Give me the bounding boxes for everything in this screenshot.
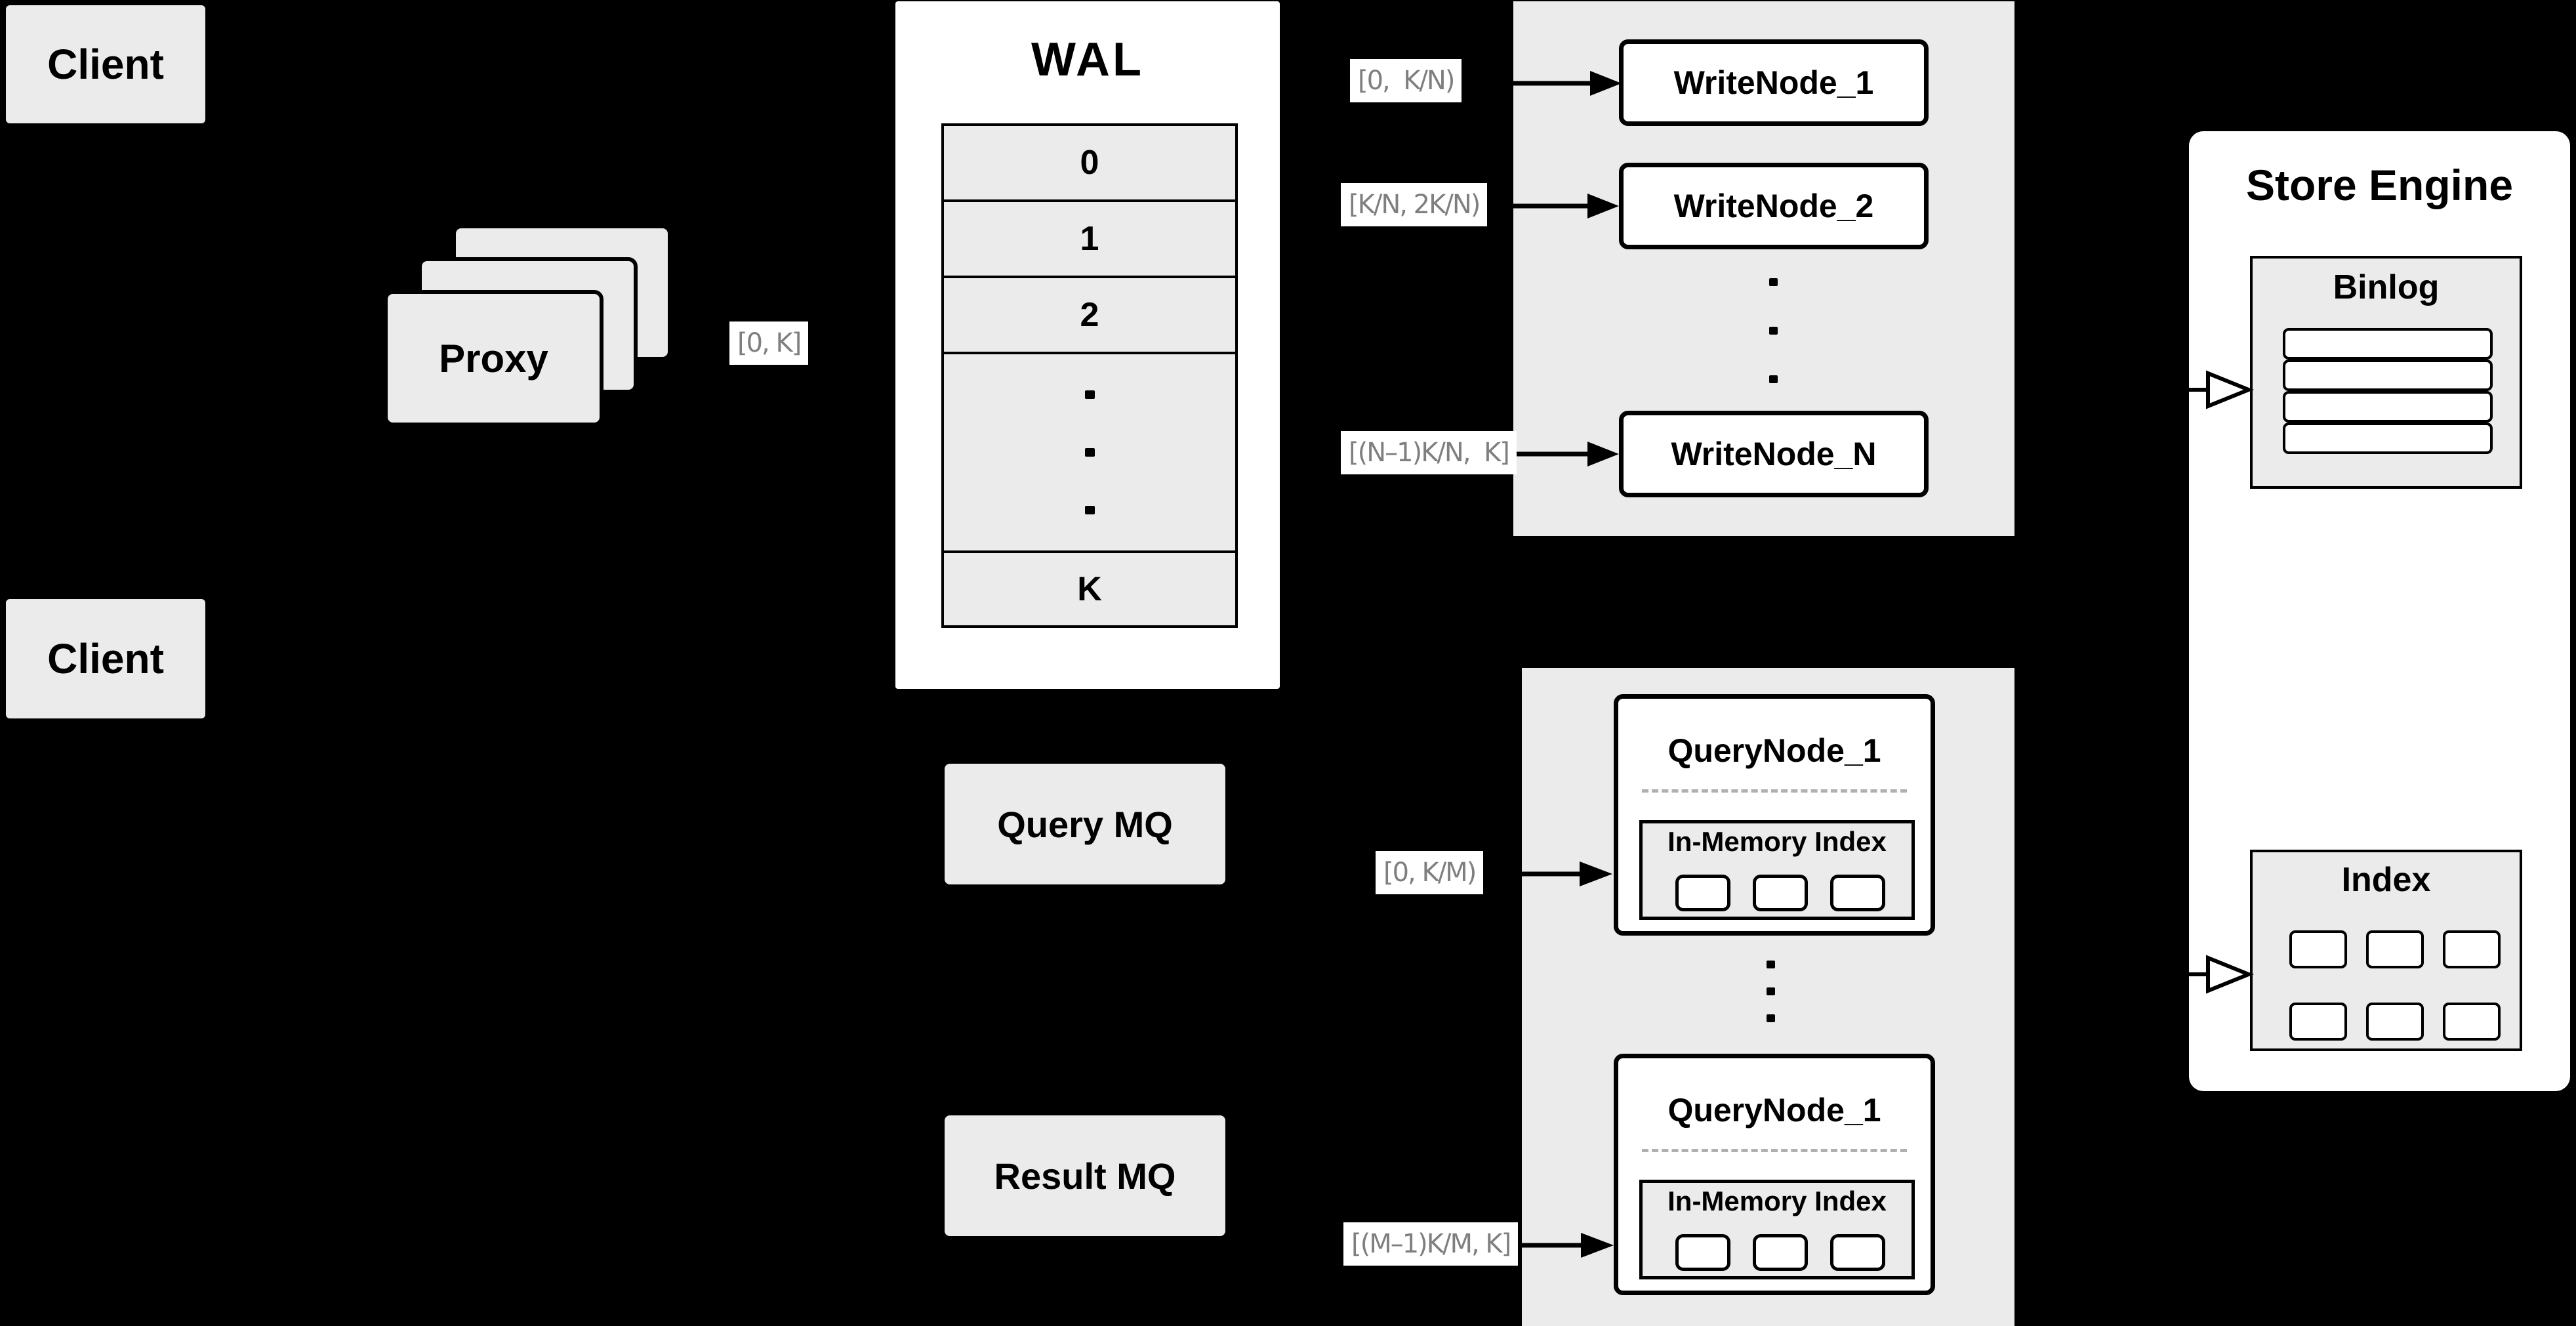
wal-row-ellipsis — [944, 354, 1235, 553]
wal-row-label: K — [1077, 570, 1102, 608]
wal-row-label: 1 — [1080, 220, 1099, 258]
client-top-label: Client — [47, 41, 164, 88]
result-mq-box: Result MQ — [945, 1115, 1225, 1236]
index-segment-cell — [1753, 1234, 1808, 1271]
index-file-cell — [2366, 1003, 2424, 1041]
client-bottom-box: Client — [6, 599, 205, 718]
query-mq-box: Query MQ — [945, 764, 1225, 884]
binlog-row — [2283, 391, 2493, 423]
wal-row-label: 2 — [1080, 296, 1099, 334]
client-top-box: Client — [6, 5, 205, 123]
index-segment-cell — [1675, 1234, 1730, 1271]
proxy-box: Proxy — [384, 290, 603, 426]
query-mq-label: Query MQ — [997, 803, 1173, 845]
wal-row-label: 0 — [1080, 144, 1099, 182]
index-segment-cell — [1830, 1234, 1885, 1271]
index-title: Index — [2341, 861, 2431, 899]
divider — [1642, 789, 1907, 793]
index-file-cell — [2289, 930, 2347, 968]
range-label-write-1: [0, K/N) — [1350, 59, 1462, 102]
range-label-proxy-out: [0, K] — [729, 321, 809, 365]
index-file-cell — [2289, 1003, 2347, 1041]
result-mq-label: Result MQ — [994, 1155, 1176, 1197]
range-label-write-2: [K/N, 2K/N) — [1341, 183, 1488, 226]
wal-row: 0 — [944, 126, 1235, 202]
binlog-row — [2283, 328, 2493, 360]
proxy-label: Proxy — [439, 336, 548, 381]
ellipsis-dots — [1084, 390, 1095, 514]
index-segment-cell — [1753, 875, 1808, 911]
binlog-row — [2283, 423, 2493, 454]
ellipsis-dots — [1769, 278, 1778, 383]
in-memory-index-box: In-Memory Index — [1639, 1180, 1915, 1279]
write-node-2-box: WriteNode_2 — [1619, 163, 1929, 249]
wal-row: 2 — [944, 278, 1235, 354]
wal-row: K — [944, 553, 1235, 625]
write-node-n-box: WriteNode_N — [1619, 411, 1929, 497]
write-node-1-box: WriteNode_1 — [1619, 39, 1929, 126]
index-segment-cell — [1830, 875, 1885, 911]
divider — [1642, 1149, 1907, 1152]
binlog-row — [2283, 360, 2493, 391]
in-memory-index-label: In-Memory Index — [1667, 1186, 1887, 1216]
write-node-1-label: WriteNode_1 — [1673, 64, 1874, 101]
in-memory-index-box: In-Memory Index — [1639, 820, 1915, 920]
query-node-bottom-box: QueryNode_1 In-Memory Index — [1614, 1054, 1935, 1295]
binlog-title: Binlog — [2333, 268, 2440, 306]
wal-row: 1 — [944, 202, 1235, 278]
query-node-top-label: QueryNode_1 — [1667, 732, 1881, 769]
index-file-cell — [2366, 930, 2424, 968]
query-node-top-box: QueryNode_1 In-Memory Index — [1614, 694, 1935, 936]
client-bottom-label: Client — [47, 635, 164, 682]
wal-log-table: 0 1 2 K — [941, 123, 1238, 628]
index-file-cell — [2443, 1003, 2501, 1041]
query-node-bottom-label: QueryNode_1 — [1667, 1092, 1881, 1129]
range-label-write-n: [(N–1)K/N, K] — [1341, 431, 1517, 474]
in-memory-index-label: In-Memory Index — [1667, 826, 1887, 857]
index-segment-cell — [1675, 875, 1730, 911]
index-file-cell — [2443, 930, 2501, 968]
ellipsis-dots — [1767, 961, 1775, 1022]
range-label-query-m: [(M–1)K/M, K] — [1343, 1222, 1519, 1266]
range-label-query-1: [0, K/M) — [1376, 851, 1484, 894]
store-engine-title: Store Engine — [2245, 161, 2514, 209]
write-node-n-label: WriteNode_N — [1671, 436, 1877, 472]
write-node-2-label: WriteNode_2 — [1673, 188, 1874, 224]
wal-title: WAL — [1031, 33, 1144, 86]
